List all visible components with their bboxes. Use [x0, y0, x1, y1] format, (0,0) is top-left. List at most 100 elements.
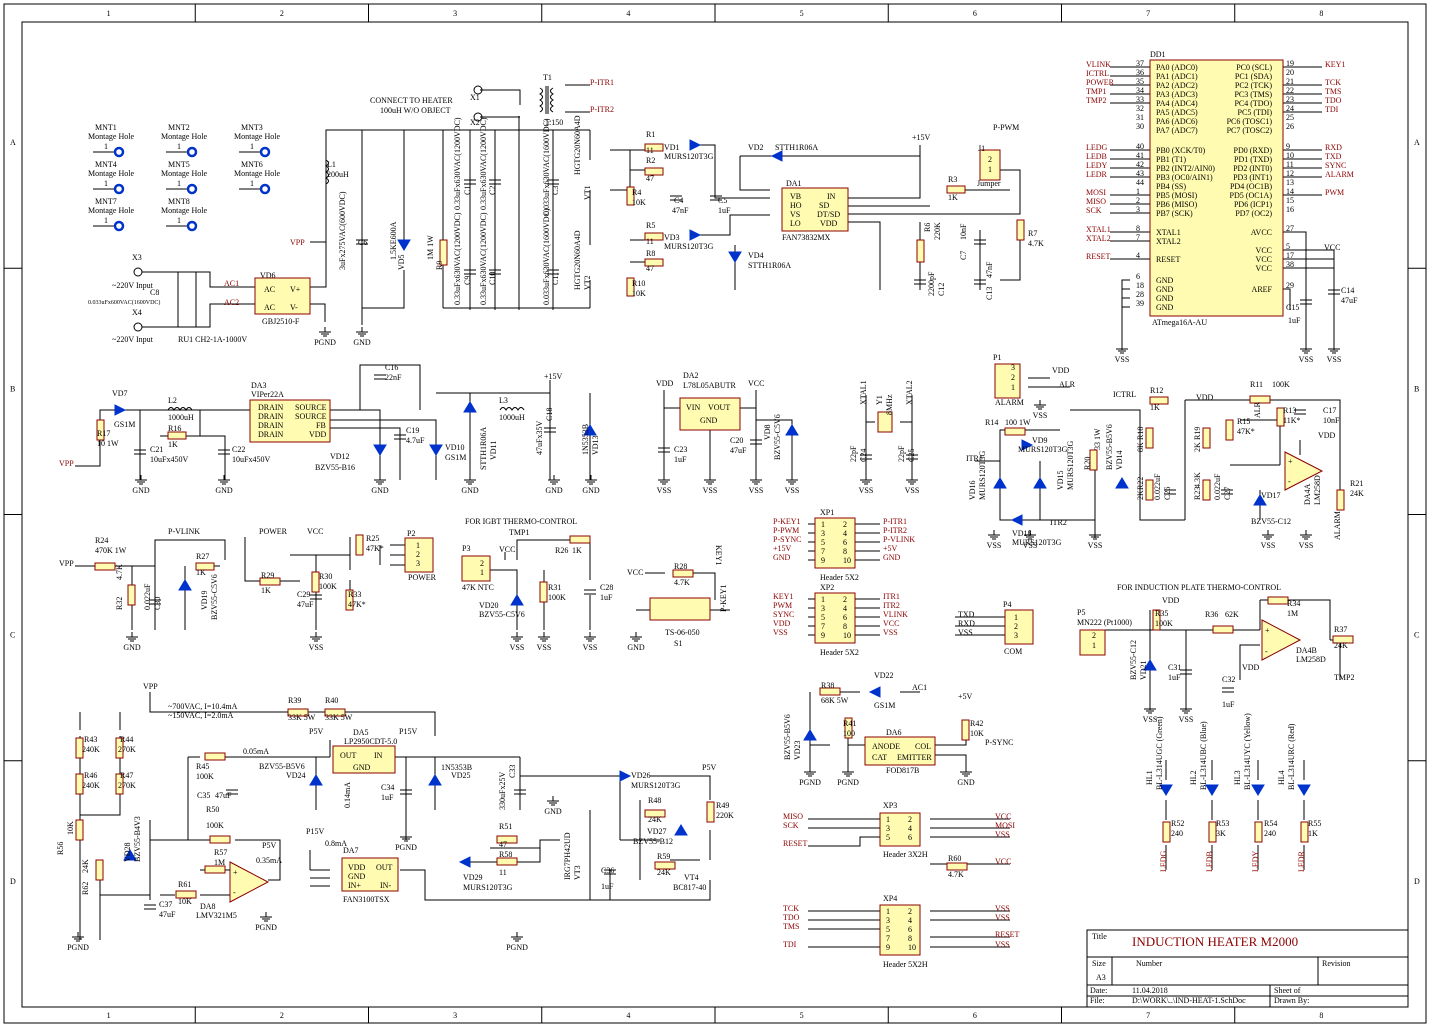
- svg-text:COL: COL: [915, 742, 931, 751]
- label-c22v: 10uFx450V: [232, 455, 270, 464]
- label-x2: X2: [470, 118, 480, 127]
- label-c32: C32: [1222, 675, 1235, 684]
- svg-text:DRAIN: DRAIN: [258, 430, 284, 439]
- label-c30: C30: [153, 597, 162, 610]
- net-label-xp1e: GND: [773, 553, 791, 562]
- label-vd24: VD24: [286, 771, 306, 780]
- mcu-pin-number: 26: [1286, 122, 1294, 131]
- label-da1: DA1: [786, 179, 802, 188]
- resistor-r57: [204, 865, 226, 874]
- svg-text:DRAIN: DRAIN: [258, 403, 284, 412]
- label-vd17: VD17: [1261, 491, 1281, 500]
- mcu-pin-number: 15: [1286, 196, 1294, 205]
- title-block: Title INDUCTION HEATER M2000 Size A3 Num…: [1086, 929, 1409, 1008]
- svg-text:1: 1: [416, 541, 420, 550]
- label-cv3: 0.033uFx630VAC(1600VDC): [542, 118, 551, 215]
- mcu-pin-number: 21: [1286, 77, 1294, 86]
- zener-vd12: [373, 444, 387, 456]
- label-key1a: KEY1: [714, 545, 723, 565]
- label-vd27p: BZV55-B12: [633, 837, 673, 846]
- label-r41v: 100: [843, 729, 855, 738]
- svg-text:IN: IN: [374, 751, 383, 760]
- mcu-pin-number: 39: [1136, 299, 1144, 308]
- zone-row-B: B: [10, 384, 15, 393]
- label-vcc2: VCC: [307, 527, 323, 536]
- net-label-xp4d: TDI: [783, 940, 797, 949]
- date-caption: Date:: [1090, 986, 1107, 995]
- net-label-vlink: VLINK: [1086, 60, 1111, 69]
- xp2-pin: 1: [821, 595, 825, 604]
- label-r3v: 1K: [948, 193, 958, 202]
- label-da4ap: LM258D: [1313, 475, 1322, 505]
- resistor-r48: [644, 809, 666, 818]
- label-c8v: C8: [150, 288, 159, 297]
- label-r34: R34: [1287, 599, 1300, 608]
- ground-label: VSS: [1299, 541, 1314, 550]
- ground-icon: GND: [544, 796, 562, 816]
- label-r46v: 240K: [82, 781, 100, 790]
- label-pvlink: P-VLINK: [168, 527, 200, 536]
- ground-icon: PGND: [255, 912, 277, 932]
- ground-label: GND: [461, 486, 479, 495]
- label-vpp3: VPP: [59, 559, 74, 568]
- label-r47: R47: [120, 771, 133, 780]
- label-c29: C29: [297, 590, 310, 599]
- label-r26: R26: [555, 546, 568, 555]
- note-i014: 0.14mA: [343, 782, 352, 808]
- terminal-x1: [473, 85, 483, 95]
- mounting-hole-ref: MNT6: [241, 160, 263, 169]
- label-vd13: VD13: [591, 435, 600, 455]
- label-p5v3: P5V: [702, 763, 716, 772]
- resistor-r53: [1208, 821, 1217, 843]
- drawn-caption: Drawn By:: [1274, 996, 1309, 1005]
- net-label-ledr: LEDR: [1086, 170, 1108, 179]
- label-vd28: VD28: [123, 842, 132, 862]
- label-c20: C20: [730, 436, 743, 445]
- mcu-pin-number: 18: [1136, 281, 1144, 290]
- label-r47v: 270K: [118, 781, 136, 790]
- label-vd26: VD26: [631, 771, 651, 780]
- label-r5: R5: [646, 221, 655, 230]
- component-bodies: [75, 59, 1354, 956]
- note-plate-thermo: FOR INDUCTION PLATE THERMO-CONTROL: [1117, 583, 1281, 592]
- label-vd9p: MURS120T3G: [1018, 445, 1068, 454]
- mcu-pin-name: PD6 (ICP1): [1234, 200, 1272, 209]
- zener-vd19: [178, 579, 192, 591]
- label-da7p: FAN3100TSX: [343, 895, 390, 904]
- zener-vd20: [510, 594, 524, 606]
- label-da1p: FAN73832MX: [782, 233, 831, 242]
- connector-p2: [404, 537, 434, 573]
- label-power3: POWER: [408, 573, 437, 582]
- ground-label: GND: [132, 486, 150, 495]
- label-vd25: VD25: [451, 771, 471, 780]
- label-vd4: VD4: [748, 251, 764, 260]
- svg-text:SOURCE: SOURCE: [295, 412, 327, 421]
- ground-icon: GND: [582, 475, 600, 495]
- opamp-da8: [229, 861, 270, 903]
- label-vd27: VD27: [647, 827, 667, 836]
- label-vd11: VD11: [489, 441, 498, 460]
- mcu-pin-name: PB7 (SCK): [1156, 209, 1193, 218]
- net-label-xp3e: MOSI: [995, 821, 1015, 830]
- ground-label: PGND: [395, 843, 417, 852]
- net-label-xp1f: P-ITR1: [883, 517, 907, 526]
- label-da2: DA2: [683, 371, 699, 380]
- zener-vd14: [1115, 477, 1129, 489]
- mcu-ref: DD1: [1150, 50, 1166, 59]
- resistor-r59: [654, 861, 676, 870]
- svg-text:IN: IN: [827, 192, 836, 201]
- resistor-r6: [916, 239, 925, 263]
- resistor-r21: [1336, 489, 1345, 511]
- label-r37: R37: [1334, 625, 1347, 634]
- label-vt3p: IRG7PH42UD: [563, 832, 572, 880]
- xp4-pin: 5: [886, 925, 890, 934]
- label-t1: T1: [543, 73, 552, 82]
- label-alr: ALR: [1059, 380, 1076, 389]
- label-r33: R33: [348, 590, 361, 599]
- ground-label: PGND: [799, 778, 821, 787]
- note-vac700: ~700VAC, I=10.4mA: [168, 702, 238, 711]
- xp2-pin: 4: [843, 604, 847, 613]
- resistor-r19: [1202, 427, 1211, 449]
- diode-vd4: [728, 251, 742, 263]
- label-r28: R28: [674, 562, 687, 571]
